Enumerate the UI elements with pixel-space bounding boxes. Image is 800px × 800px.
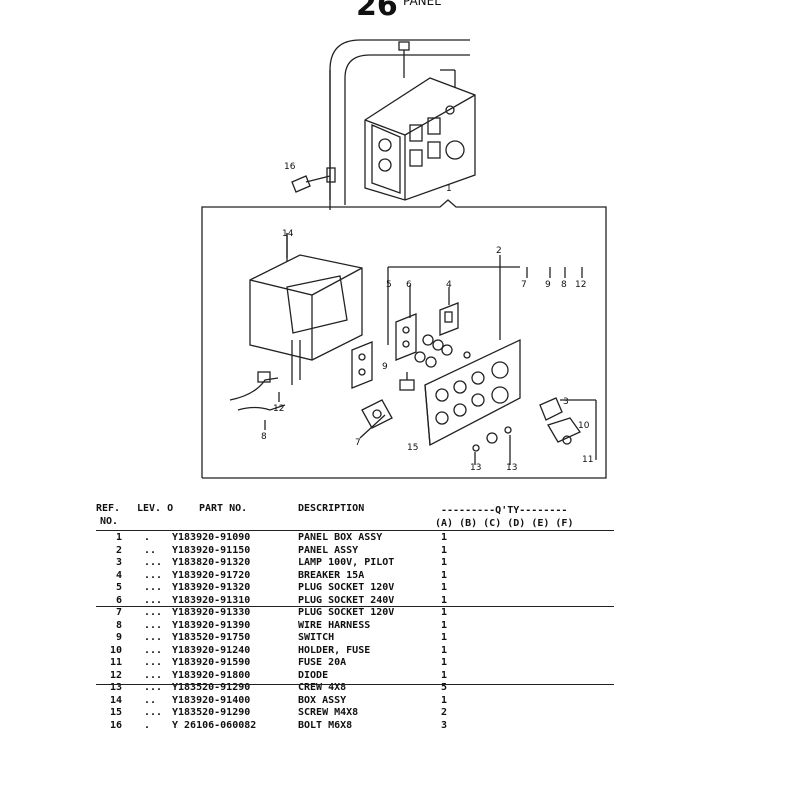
callout-12-top: 12 bbox=[575, 280, 586, 290]
callout-11: 11 bbox=[582, 455, 593, 465]
callout-9-top: 9 bbox=[545, 280, 551, 290]
callout-8-top: 8 bbox=[561, 280, 567, 290]
callout-10: 10 bbox=[578, 421, 590, 431]
exploded-parts-diagram: 16 1 14 5 6 4 2 7 9 8 12 9 12 8 7 15 3 1… bbox=[201, 39, 607, 479]
callout-13-right: 13 bbox=[506, 463, 517, 473]
header-no: NO. bbox=[100, 516, 119, 527]
header-qty-columns: (A) (B) (C) (D) (E) (F) bbox=[435, 518, 574, 529]
table-header-rule bbox=[96, 530, 614, 531]
callout-12: 12 bbox=[273, 404, 284, 414]
header-qty: ---------Q'TY-------- bbox=[441, 505, 568, 516]
header-part-no: PART NO. bbox=[199, 503, 248, 514]
callout-7: 7 bbox=[355, 438, 361, 448]
callout-16: 16 bbox=[284, 162, 296, 172]
callout-7-top: 7 bbox=[521, 280, 527, 290]
callout-14: 14 bbox=[282, 229, 294, 239]
page-title: PANEL bbox=[403, 0, 441, 8]
callout-15: 15 bbox=[407, 443, 418, 453]
callout-1: 1 bbox=[446, 184, 452, 194]
header-lev: LEV. O bbox=[137, 503, 174, 514]
callout-2: 2 bbox=[496, 246, 502, 256]
callout-4: 4 bbox=[446, 280, 452, 290]
callout-6: 6 bbox=[406, 280, 412, 290]
callout-3: 3 bbox=[563, 397, 569, 407]
callout-5: 5 bbox=[386, 280, 392, 290]
callout-8: 8 bbox=[261, 432, 267, 442]
page-number: 26 bbox=[356, 0, 398, 23]
group-rule bbox=[96, 606, 614, 607]
header-ref: REF. bbox=[96, 503, 121, 514]
header-description: DESCRIPTION bbox=[298, 503, 365, 514]
callout-13-left: 13 bbox=[470, 463, 481, 473]
group-rule bbox=[96, 684, 614, 685]
callout-9: 9 bbox=[382, 362, 388, 372]
